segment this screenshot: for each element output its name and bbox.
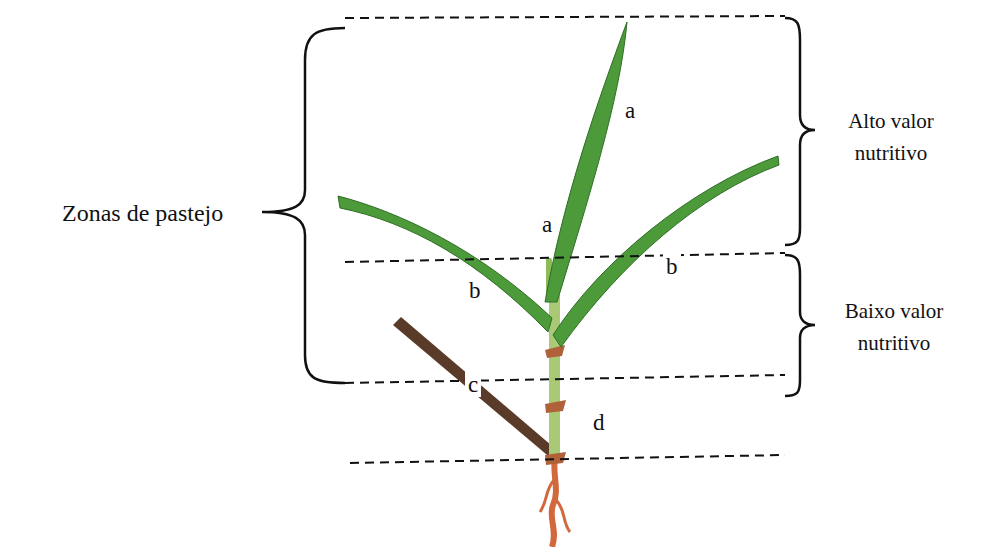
- root: [540, 480, 554, 512]
- dashed-line: [350, 455, 785, 463]
- dead-leaf: [393, 317, 558, 460]
- bracket-label: Baixo valor nutritivo: [829, 296, 959, 359]
- part-letter: d: [590, 410, 608, 435]
- part-letter: b: [663, 254, 681, 279]
- part-letter: b: [466, 278, 484, 303]
- curly-brace: [785, 18, 815, 245]
- leaf: [545, 22, 627, 302]
- stem-node: [545, 345, 565, 358]
- root: [556, 500, 570, 532]
- curly-brace: [785, 255, 815, 396]
- dashed-line: [345, 16, 785, 18]
- stem-node: [545, 400, 566, 413]
- part-letter: a: [539, 212, 555, 237]
- dashed-line: [345, 375, 785, 383]
- leaf: [338, 196, 552, 332]
- bracket-label: Alto valor nutritivo: [826, 106, 956, 169]
- dashed-line: [345, 253, 785, 262]
- part-letter: c: [465, 372, 481, 397]
- root: [552, 458, 556, 547]
- curly-brace: [262, 28, 345, 383]
- part-letter: a: [622, 98, 638, 123]
- bracket-label: Zonas de pastejo: [62, 195, 223, 231]
